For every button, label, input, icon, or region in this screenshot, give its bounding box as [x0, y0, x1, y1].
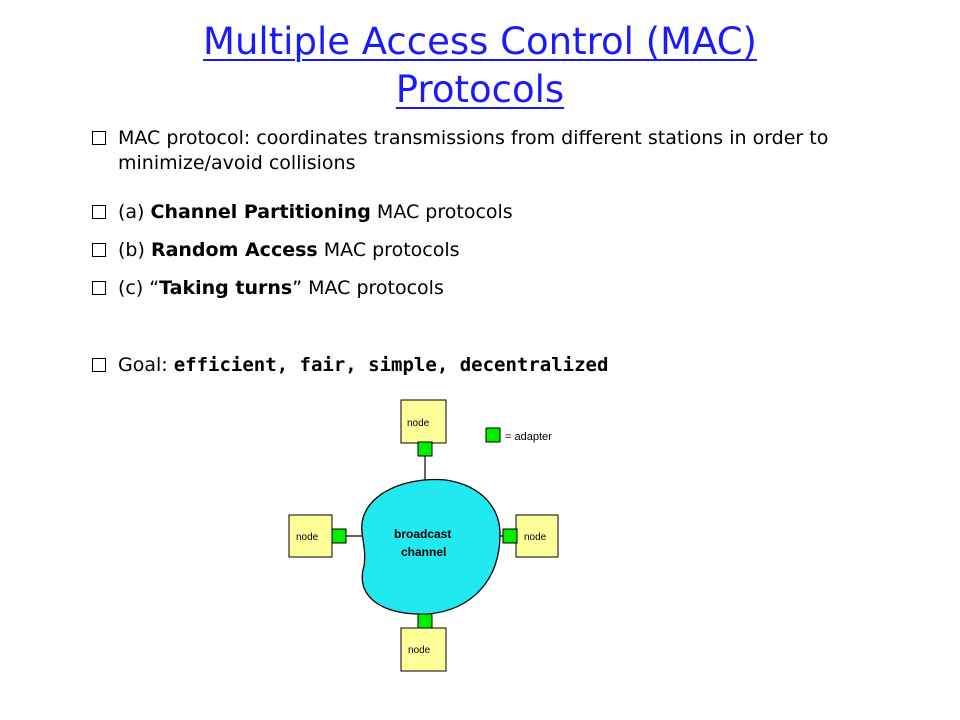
bullet-suffix: MAC protocols	[317, 239, 460, 261]
bullet-suffix: ” MAC protocols	[292, 277, 444, 299]
bullet-box-icon	[92, 243, 106, 257]
bullet-text: MAC protocol: coordinates transmissions …	[118, 127, 829, 174]
title-line-1: Multiple Access Control (MAC)	[203, 20, 757, 63]
bullet-bold: Channel Partitioning	[150, 201, 371, 223]
node-bottom	[400, 627, 447, 672]
node-bottom-label: node	[408, 645, 431, 656]
adapter-bottom	[417, 613, 433, 629]
bullet-prefix: (c) “	[118, 277, 160, 299]
bullet-bold: Random Access	[150, 239, 318, 261]
bullet-suffix: MAC protocols	[370, 201, 513, 223]
broadcast-channel-shape	[361, 478, 501, 615]
bullet-bold: efficient, fair, simple, decentralized	[173, 354, 609, 376]
title-line-2: Protocols	[395, 68, 565, 111]
node-right-label: node	[524, 532, 547, 543]
slide-title: Multiple Access Control (MAC) Protocols	[100, 18, 860, 114]
bullet-text: (a) Channel Partitioning MAC protocols	[118, 200, 858, 225]
legend-adapter-swatch	[485, 427, 501, 443]
bullet-box-icon	[92, 281, 106, 295]
bullet-text: (b) Random Access MAC protocols	[118, 238, 858, 263]
adapter-right	[502, 528, 518, 544]
legend-label: = adapter	[505, 431, 552, 443]
bullet-box-icon	[92, 205, 106, 219]
node-top-label: node	[407, 418, 430, 429]
channel-label-line-1: broadcast	[394, 527, 451, 541]
adapter-left	[331, 528, 347, 544]
bullet-prefix: (a)	[118, 201, 151, 223]
bullet-text: (c) “Taking turns” MAC protocols	[118, 276, 858, 301]
bullet-prefix: Goal:	[118, 354, 174, 376]
bullet-text: Goal: efficient, fair, simple, decentral…	[118, 353, 858, 378]
adapter-top	[417, 441, 433, 457]
node-left	[288, 514, 333, 558]
node-left-label: node	[296, 532, 319, 543]
bullet-prefix: (b)	[118, 239, 151, 261]
bullet-box-icon	[92, 358, 106, 372]
node-top	[400, 399, 447, 444]
bullet-box-icon	[92, 131, 106, 145]
node-right	[515, 514, 559, 558]
channel-label-line-2: channel	[401, 545, 446, 559]
bullet-bold: Taking turns	[159, 277, 293, 299]
